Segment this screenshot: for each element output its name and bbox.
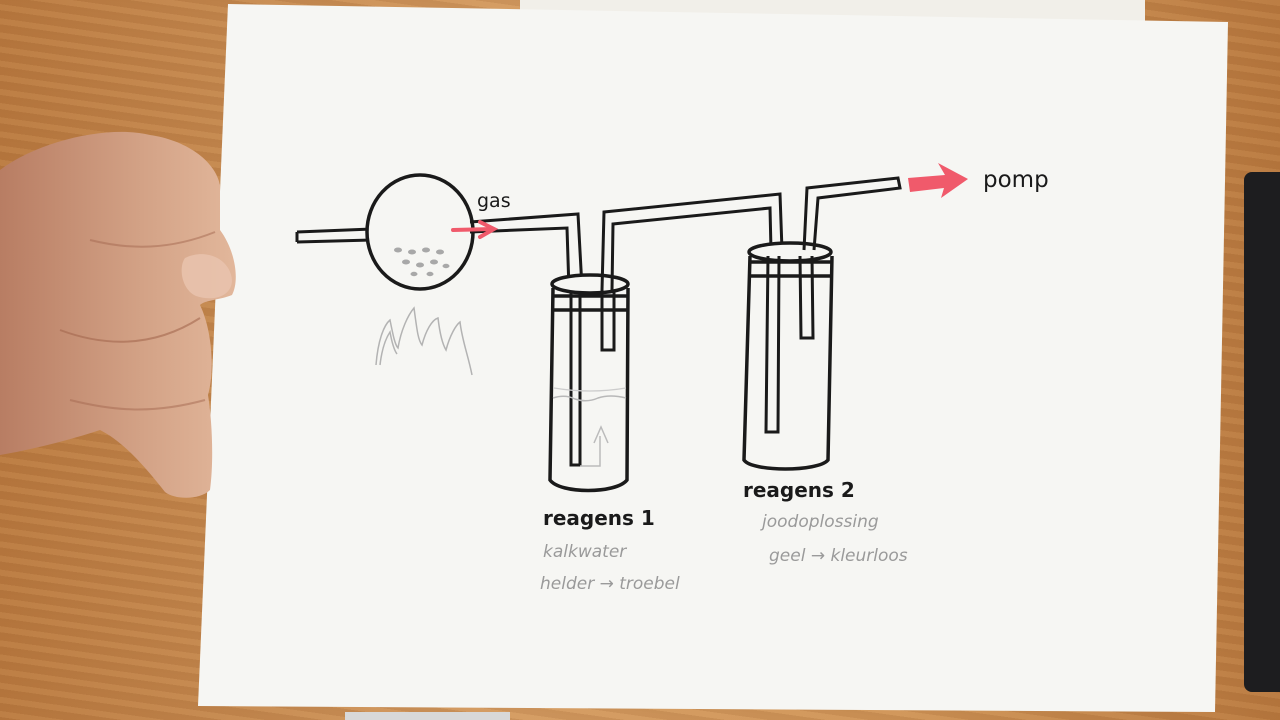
hand-holding-paper — [0, 0, 1280, 720]
